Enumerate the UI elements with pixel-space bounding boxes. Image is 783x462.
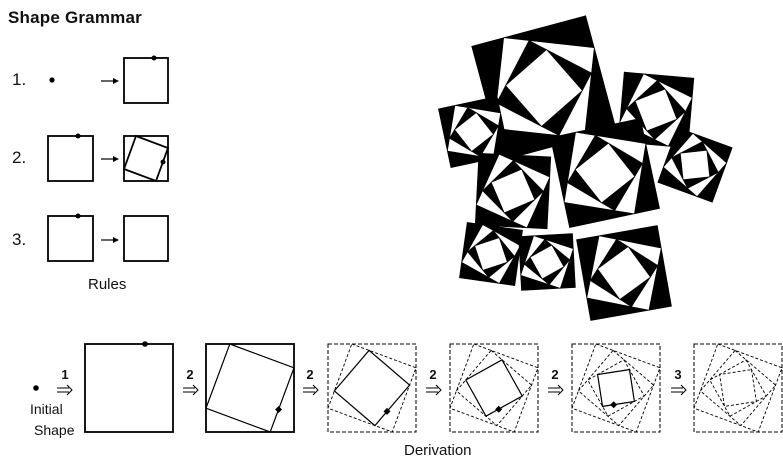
rule-3-left-square [47,215,94,262]
derivation-frame-6-inner-square-2 [699,349,777,427]
derivation-arrow-6 [671,384,687,396]
pattern-module-8-square-4 [529,244,565,280]
derivation-frame-5-inner-square-2 [577,349,655,427]
derivation-frame-6-outer-square [693,343,783,433]
rule-2-left-marker [75,133,81,139]
pattern-module-9-square-4 [597,246,651,300]
derivation-step-6-number: 3 [674,367,682,382]
derivation-frame-4-marker [495,405,503,413]
derivation-step-4-number: 2 [429,367,437,382]
pattern-module-6-square-4 [490,168,536,214]
derivation-arrow-5 [548,384,564,396]
pattern-module-1 [471,15,617,161]
derivation-frame-4-inner-square-2 [455,349,533,427]
pattern-module-8 [518,233,576,291]
derivation-step-3-number: 2 [306,367,314,382]
pattern-module-5-square-4 [679,149,711,181]
rule-2-left-square [47,135,94,182]
derivation-frame-2-marker [275,406,283,413]
derivation-frame-5-marker [610,401,618,409]
pattern-module-6 [474,152,552,230]
derivation-frame-5-inner-square-4 [596,368,636,408]
derivation-frame-4 [449,343,539,433]
derivation-frame-4-inner-square-3 [464,358,524,418]
initial-shape-dot [33,385,39,391]
pattern-module-7-square-4 [474,237,508,271]
rule-2-inscribed-square [122,134,170,183]
pattern-module-4 [550,118,660,228]
rule-2-number: 2. [12,148,27,167]
derivation-frame-3-inner-square-2 [333,349,411,427]
derivation-frame-2-inner-square-1 [205,343,295,433]
derivation-frame-5-outer-square [571,343,661,433]
pattern-module-3-square-4 [634,88,678,132]
rule-2-right-marker [160,159,166,165]
pattern-module-9 [576,225,672,321]
rule-3-number: 3. [12,230,27,249]
derivation-frame-1-marker [142,341,148,347]
rule-3-left-marker [75,213,81,219]
generated-pattern [438,15,733,321]
rule-3-arrow [101,237,119,243]
rule-1-arrow [101,78,119,84]
derivation-frame-4-outer-square [449,343,539,433]
derivation-frame-6-inner-square-1 [693,343,783,433]
rule-3-result-square [123,215,169,262]
derivation-frame-3 [327,343,417,433]
derivation-arrow-4 [426,384,442,396]
derivation-frame-2-outer-square [205,343,295,433]
derivation-sequence [57,341,783,433]
pattern-module-5 [657,127,733,203]
derivation-arrow-2 [183,384,199,396]
derivation-frame-6-inner-square-3 [709,359,767,417]
derivation-frame-5 [571,343,661,433]
derivation-arrow-1 [57,384,73,396]
pattern-module-2 [438,96,510,168]
derivation-step-5-number: 2 [551,367,559,382]
rule-2-arrow [101,156,119,162]
rules-caption: Rules [88,276,127,293]
pattern-module-2-square-4 [454,112,494,152]
derivation-frame-6-inner-square-4 [719,369,757,407]
derivation-frame-3-outer-square [327,343,417,433]
rule-1-marker [151,55,157,61]
derivation-frame-1-outer-square [84,343,174,433]
rule-1-result-square [123,57,169,104]
derivation-frame-3-inner-square-1 [327,343,417,433]
derivation-frame-5-inner-square-3 [587,359,645,417]
pattern-module-4-square-4 [574,142,636,204]
derivation-frame-3-marker [383,407,391,415]
derivation-frame-4-inner-square-1 [449,343,539,433]
diagram-title: Shape Grammar [8,8,142,27]
pattern-module-7 [459,222,523,286]
rule-2-right-square [123,135,169,182]
derivation-frame-5-inner-square-1 [571,343,661,433]
derivation-frame-2 [205,343,295,433]
derivation-step-1-number: 1 [61,367,69,382]
initial-shape-label-line1: Initial [30,401,63,417]
derivation-frame-6 [693,343,783,433]
derivation-arrow-3 [303,384,319,396]
pattern-module-1-square-4 [505,49,583,127]
derivation-caption: Derivation [404,442,472,459]
derivation-step-2-number: 2 [186,367,194,382]
rule-1-initial-dot [49,77,55,83]
derivation-frame-1 [84,341,174,433]
rule-1-number: 1. [12,70,27,89]
initial-shape-label-line2: Shape [34,422,75,438]
